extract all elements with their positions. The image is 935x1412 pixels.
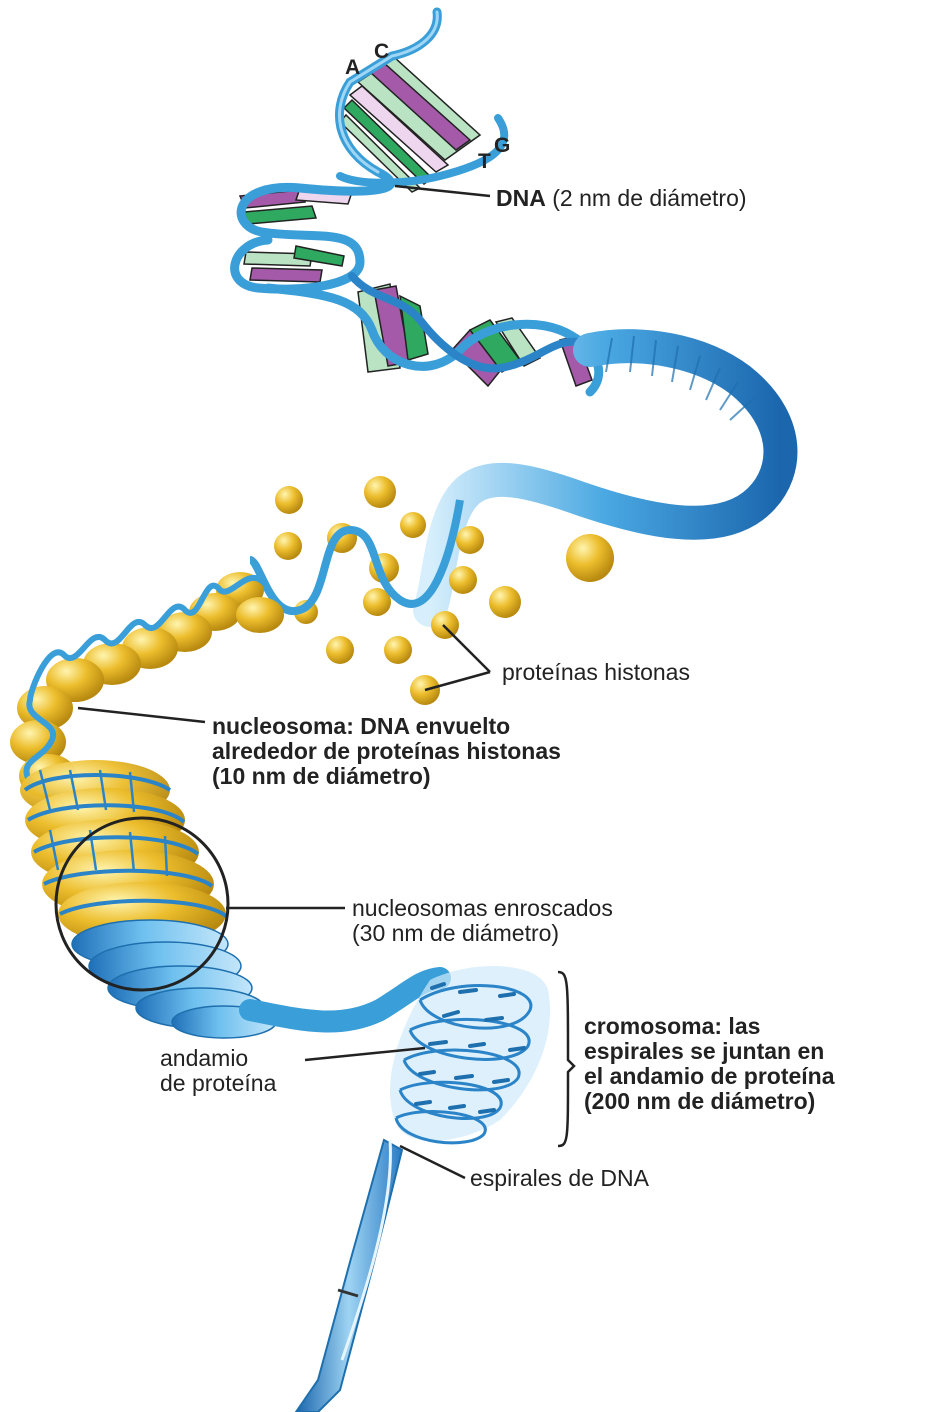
label-cromosoma: cromosoma: las espirales se juntan en el… [584,1014,835,1114]
base-pairs [240,58,592,386]
chromatid-stalk [296,1140,402,1412]
label-andamio-line2: de proteína [160,1071,276,1096]
label-enroscados-line1: nucleosomas enroscados [352,896,613,921]
base-letter-a: A [345,56,360,79]
label-nucleosoma-line1: nucleosoma: DNA envuelto [212,714,561,739]
label-dna-rest: (2 nm de diámetro) [546,185,747,211]
label-proteinas-histonas: proteínas histonas [502,660,690,685]
label-nucleosomas-enroscados: nucleosomas enroscados (30 nm de diámetr… [352,896,613,946]
label-dna: DNA (2 nm de diámetro) [496,186,747,211]
label-cromosoma-line4: (200 nm de diámetro) [584,1089,835,1114]
label-andamio-line1: andamio [160,1046,276,1071]
label-cromosoma-line1: cromosoma: las [584,1014,835,1039]
label-cromosoma-line2: espirales se juntan en [584,1039,835,1064]
label-enroscados-line2: (30 nm de diámetro) [352,921,613,946]
base-letter-t: T [478,150,491,173]
label-espirales-text: espirales de DNA [470,1165,649,1191]
label-proteinas-histonas-text: proteínas histonas [502,659,690,685]
label-andamio: andamio de proteína [160,1046,276,1096]
label-nucleosoma-line2: alrededor de proteínas histonas [212,739,561,764]
label-cromosoma-line3: el andamio de proteína [584,1064,835,1089]
label-nucleosoma: nucleosoma: DNA envuelto alrededor de pr… [212,714,561,789]
base-letter-c: C [374,40,389,63]
label-espirales-de-dna: espirales de DNA [470,1166,649,1191]
base-letter-g: G [494,134,510,157]
label-dna-bold: DNA [496,185,546,211]
label-nucleosoma-line3: (10 nm de diámetro) [212,764,561,789]
